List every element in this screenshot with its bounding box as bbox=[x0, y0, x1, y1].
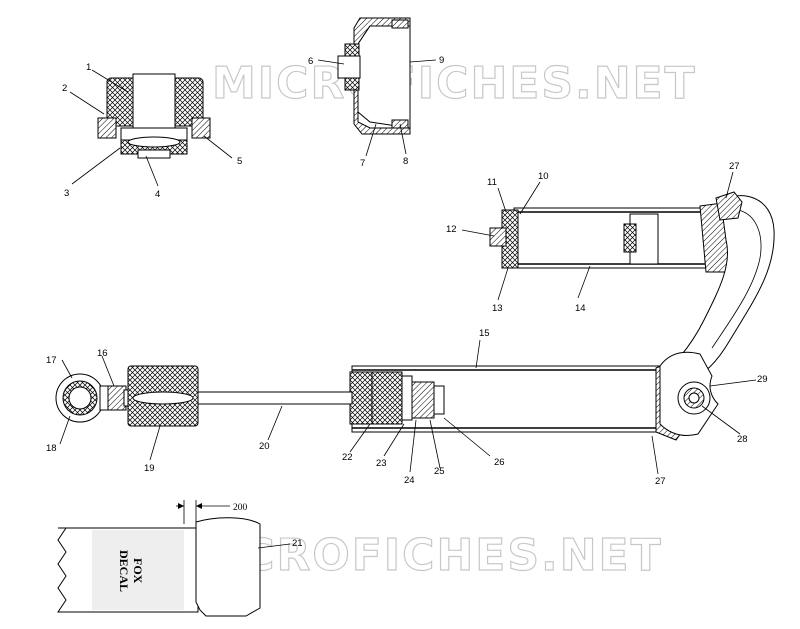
label-25: 25 bbox=[434, 466, 445, 477]
label-9: 9 bbox=[439, 55, 444, 66]
seal-head-assembly bbox=[69, 69, 233, 187]
decal-detail: FOX DECAL bbox=[57, 500, 291, 617]
label-200: 200 bbox=[233, 503, 248, 513]
label-8: 8 bbox=[403, 156, 408, 167]
label-15: 15 bbox=[479, 328, 490, 339]
label-11: 11 bbox=[487, 177, 497, 188]
label-14: 14 bbox=[575, 303, 586, 314]
label-26: 26 bbox=[494, 457, 505, 468]
label-2: 2 bbox=[62, 83, 67, 94]
label-29: 29 bbox=[757, 374, 768, 385]
label-5: 5 bbox=[237, 156, 242, 167]
label-28: 28 bbox=[737, 434, 748, 445]
reservoir-assembly bbox=[461, 181, 737, 301]
label-22: 22 bbox=[342, 452, 353, 463]
reservoir-hose bbox=[654, 171, 775, 383]
label-20: 20 bbox=[259, 441, 270, 452]
label-24: 24 bbox=[404, 475, 415, 486]
label-3: 3 bbox=[64, 188, 69, 199]
label-27-bottom: 27 bbox=[655, 476, 666, 487]
reservoir-cap-assembly bbox=[317, 17, 437, 157]
shock-body bbox=[349, 339, 757, 475]
label-4: 4 bbox=[155, 189, 160, 200]
shaft-assembly bbox=[55, 355, 353, 461]
label-23: 23 bbox=[376, 458, 387, 469]
label-19: 19 bbox=[144, 463, 155, 474]
label-21: 21 bbox=[292, 538, 303, 549]
label-12: 12 bbox=[446, 224, 457, 235]
label-6: 6 bbox=[308, 56, 313, 67]
label-7: 7 bbox=[360, 158, 365, 169]
label-1: 1 bbox=[86, 62, 91, 73]
label-18: 18 bbox=[46, 443, 57, 454]
label-17: 17 bbox=[46, 355, 57, 366]
label-10: 10 bbox=[538, 171, 549, 182]
decal-decal-text: DECAL bbox=[117, 550, 131, 592]
label-16: 16 bbox=[97, 348, 108, 359]
label-13: 13 bbox=[492, 303, 503, 314]
decal-fox-text: FOX bbox=[131, 558, 145, 584]
label-27-top: 27 bbox=[729, 161, 740, 172]
watermark-top: MICROFICHES.NET bbox=[212, 58, 697, 109]
